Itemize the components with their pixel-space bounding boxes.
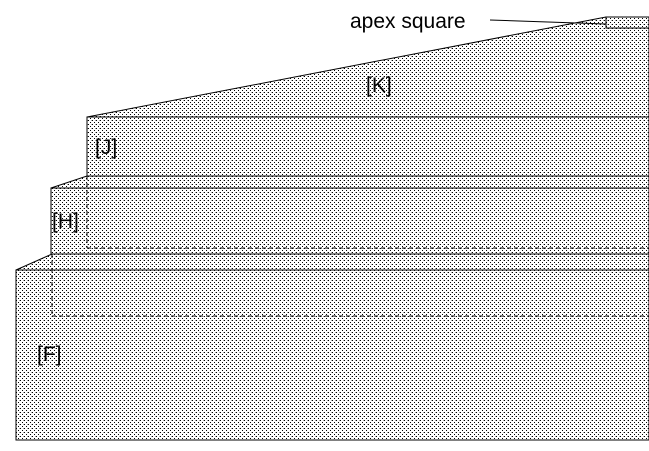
tier-k [86, 16, 649, 118]
tier-f [15, 253, 649, 441]
tier-h-top-face [50, 175, 649, 189]
tier-h-label: [H] [52, 210, 79, 233]
apex-square-label: apex square [350, 10, 466, 33]
tier-k-sloped-face [86, 16, 649, 118]
apex-square-leader-line [489, 19, 607, 25]
tier-k-label: [K] [366, 74, 392, 97]
tier-j-front-face [86, 116, 649, 177]
tier-h [50, 175, 649, 255]
tier-f-label: [F] [37, 343, 62, 366]
apex-square [605, 16, 649, 29]
tier-h-front-face [50, 187, 649, 255]
tier-f-top-face [15, 253, 649, 271]
tier-j-label: [J] [95, 136, 117, 159]
tier-j [86, 116, 649, 177]
tier-f-front-face [15, 269, 649, 441]
